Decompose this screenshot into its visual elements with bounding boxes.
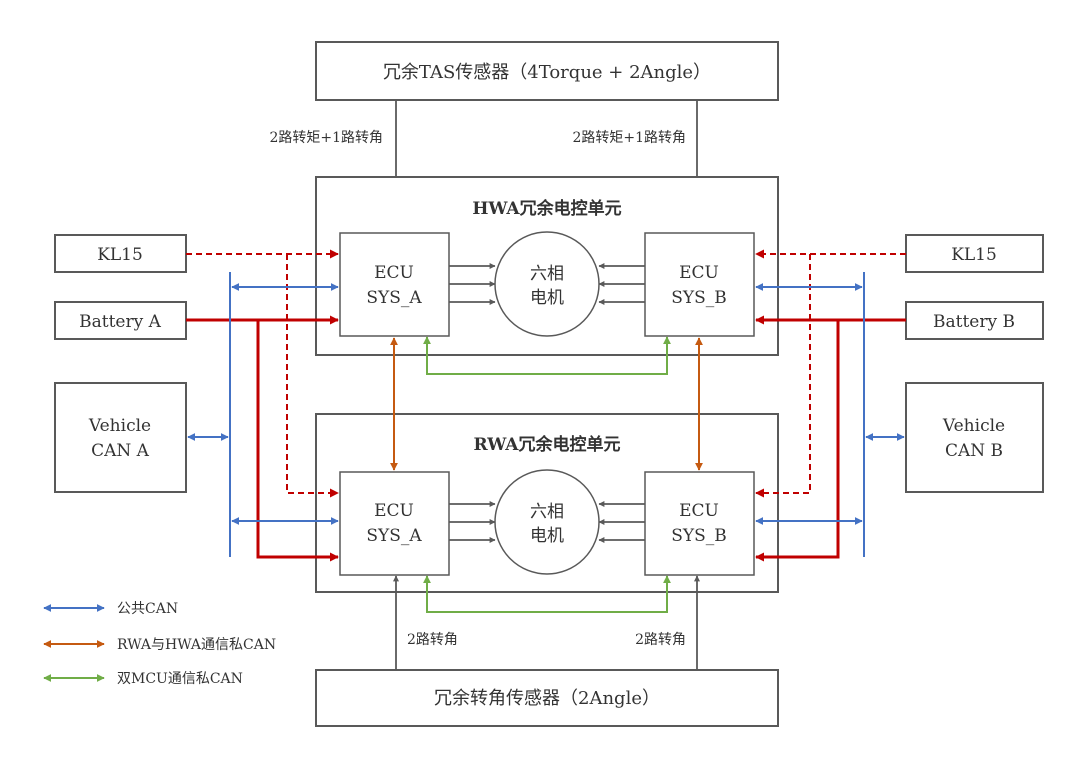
hwa-unit-title: HWA冗余电控单元 xyxy=(472,198,621,219)
tas-sensor-label: 冗余TAS传感器（4Torque + 2Angle） xyxy=(383,62,711,83)
kl15-right-rwa-line xyxy=(755,254,811,498)
vehicle-can-b-label-1: Vehicle xyxy=(942,416,1005,436)
kl15-right-label: KL15 xyxy=(951,245,997,265)
hwa-ecu-a-box xyxy=(339,232,450,337)
legend-dual-mcu-can-label: 双MCU通信私CAN xyxy=(117,671,243,687)
hwa-motor-label-2: 电机 xyxy=(530,288,564,308)
battery-a-label: Battery A xyxy=(79,312,161,332)
hwa-motor-label-1: 六相 xyxy=(530,264,564,284)
hwa-ecu-b-label-1: ECU xyxy=(679,263,719,283)
rwa-motor-label-2: 电机 xyxy=(530,526,564,546)
battery-b-rwa-power xyxy=(755,320,840,562)
rwa-ecu-b-box xyxy=(644,471,755,576)
tas-link-right-label: 2路转矩+1路转角 xyxy=(572,130,686,146)
rwa-ecu-a-label-2: SYS_A xyxy=(366,526,422,546)
legend-rwa-hwa-can-label: RWA与HWA通信私CAN xyxy=(117,637,276,653)
hwa-motor-circle xyxy=(494,231,600,337)
tas-link-left-label: 2路转矩+1路转角 xyxy=(269,130,383,146)
battery-b-label: Battery B xyxy=(933,312,1015,332)
vehicle-can-b-label-2: CAN B xyxy=(945,441,1003,461)
angle-sensor-label: 冗余转角传感器（2Angle） xyxy=(434,688,660,709)
rwa-ecu-a-box xyxy=(339,471,450,576)
vehicle-can-a-label-2: CAN A xyxy=(91,441,150,461)
hwa-ecu-b-label-2: SYS_B xyxy=(671,288,727,308)
rwa-ecu-b-label-2: SYS_B xyxy=(671,526,727,546)
kl15-left-label: KL15 xyxy=(97,245,143,265)
tas-sensor-box xyxy=(315,41,779,101)
rwa-motor-label-1: 六相 xyxy=(530,502,564,522)
kl15-left-rwa-line xyxy=(286,254,339,498)
hwa-ecu-b-box xyxy=(644,232,755,337)
rwa-ecu-a-label-1: ECU xyxy=(374,501,414,521)
battery-a-rwa-power xyxy=(256,320,339,562)
vehicle-can-b-box xyxy=(905,382,1044,493)
vehicle-can-a-label-1: Vehicle xyxy=(88,416,151,436)
rwa-unit-title: RWA冗余电控单元 xyxy=(474,434,621,455)
angle-link-right-label: 2路转角 xyxy=(635,632,686,648)
battery-a-box xyxy=(54,301,187,340)
battery-b-box xyxy=(905,301,1044,340)
legend-public-can-label: 公共CAN xyxy=(117,601,178,617)
angle-sensor-box xyxy=(315,669,779,727)
rwa-ecu-b-label-1: ECU xyxy=(679,501,719,521)
hwa-ecu-a-label-2: SYS_A xyxy=(366,288,422,308)
angle-link-left-label: 2路转角 xyxy=(407,632,458,648)
rwa-dual-mcu-can-link xyxy=(423,575,671,613)
rwa-motor-circle xyxy=(494,469,600,575)
hwa-dual-mcu-can-link xyxy=(423,336,671,375)
hwa-ecu-a-label-1: ECU xyxy=(374,263,414,283)
vehicle-can-a-box xyxy=(54,382,187,493)
